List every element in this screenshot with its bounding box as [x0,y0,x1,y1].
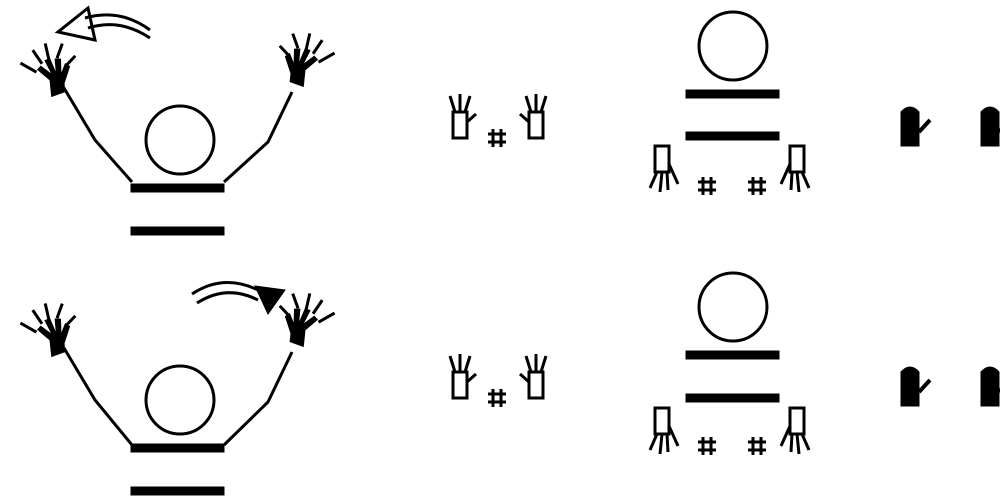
head-circle [699,12,767,80]
fist-left-icon [901,367,930,406]
row-2-figure [17,282,338,495]
shoulder-line [686,90,779,98]
hash-icon [748,437,766,455]
curved-arrow-left-icon [58,8,150,40]
row-1-head-group [650,12,809,195]
fist-right-icon [981,367,1000,406]
right-arm [224,352,292,445]
small-hand-left-icon [450,94,476,138]
hash-icon [748,177,766,195]
row-1-figure [17,8,338,235]
shoulder-line [131,184,224,192]
row-2-fist-pair [901,367,1000,406]
small-hand-left-icon [450,354,476,398]
row-1-hand-pair [450,94,546,147]
left-hand-icon [17,35,86,102]
hip-line [686,394,779,402]
shoulder-line [686,351,779,359]
head-circle [146,366,214,434]
fist-right-icon [981,107,1000,146]
hash-icon [488,389,506,407]
down-hand-right-icon [781,408,809,454]
row-2-hand-pair [450,354,546,407]
left-hand-icon [17,295,86,362]
fist-left-icon [901,107,930,146]
hash-icon [698,437,716,455]
curved-arrow-right-icon [192,282,285,314]
small-hand-right-icon [520,94,546,138]
down-hand-left-icon [650,408,678,454]
hash-icon [698,177,716,195]
row-2 [17,273,1000,495]
hip-line [686,132,779,140]
row-1 [17,8,1000,235]
hip-line [131,487,224,495]
row-2-head-group [650,273,809,455]
small-hand-right-icon [520,354,546,398]
head-circle [699,273,767,341]
head-circle [146,106,214,174]
down-hand-left-icon [650,146,678,192]
down-hand-right-icon [781,146,809,192]
hip-line [131,227,224,235]
left-arm [64,88,132,182]
shoulder-line [131,444,224,452]
row-1-fist-pair [901,107,1000,146]
right-hand-icon [269,25,338,92]
hash-icon [488,129,506,147]
right-arm [224,92,292,182]
left-arm [64,348,132,445]
